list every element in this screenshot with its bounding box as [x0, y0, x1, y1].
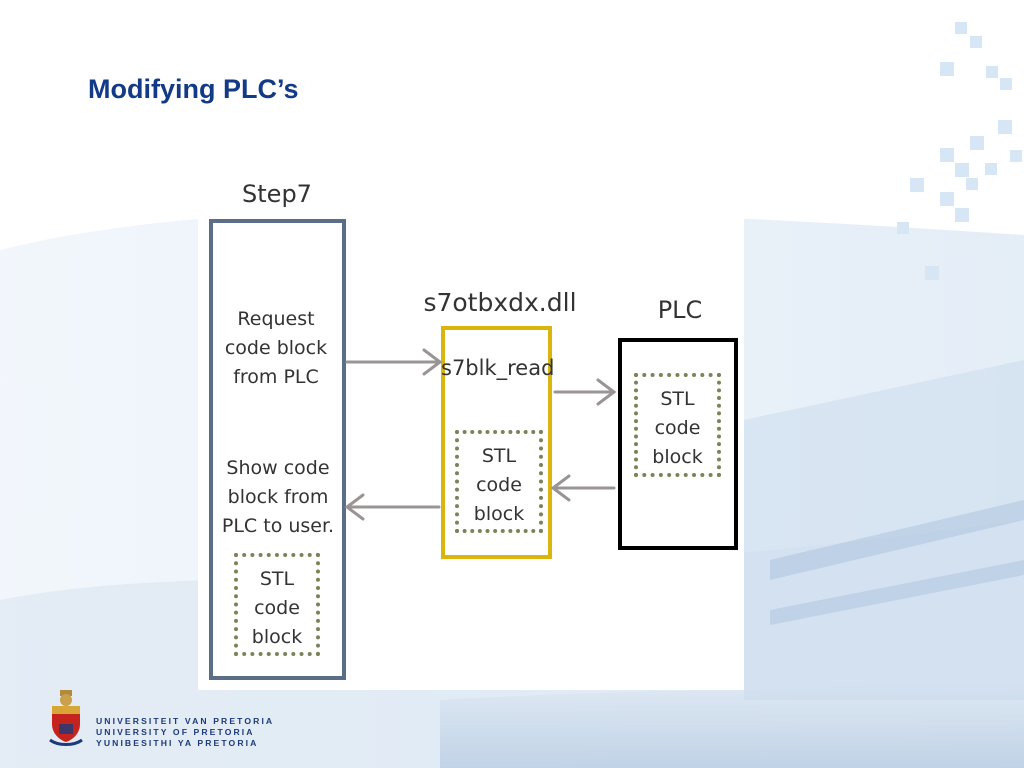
step7-show-text: Show code block from PLC to user. — [221, 457, 335, 537]
plc-title: PLC — [657, 296, 703, 324]
arrow-plc-to-dll — [550, 474, 616, 502]
step7-box — [209, 219, 346, 680]
step7-stl-code-block: STL code block — [234, 553, 320, 656]
dll-box — [441, 326, 552, 559]
plc-stl-code-block: STL code block — [634, 373, 721, 477]
step7-title: Step7 — [242, 180, 312, 208]
step7-request-text: Request code block from PLC — [224, 308, 328, 388]
pixel-pattern — [897, 22, 1022, 280]
logo-line-2: UNIVERSITY OF PRETORIA — [96, 727, 255, 737]
logo-line-1: UNIVERSITEIT VAN PRETORIA — [96, 716, 275, 726]
arrow-dll-to-plc — [553, 378, 617, 406]
dll-stl-code-block: STL code block — [455, 430, 543, 533]
arrow-dll-to-step7 — [344, 493, 441, 521]
logo-line-3: YUNIBESITHI YA PRETORIA — [96, 738, 259, 748]
arrow-request-to-dll — [345, 348, 443, 376]
university-crest-icon — [49, 690, 83, 746]
dll-title: s7otbxdx.dll — [423, 288, 577, 317]
slide-title: Modifying PLC’s — [88, 74, 299, 104]
dll-function-label: s7blk_read — [441, 356, 555, 380]
